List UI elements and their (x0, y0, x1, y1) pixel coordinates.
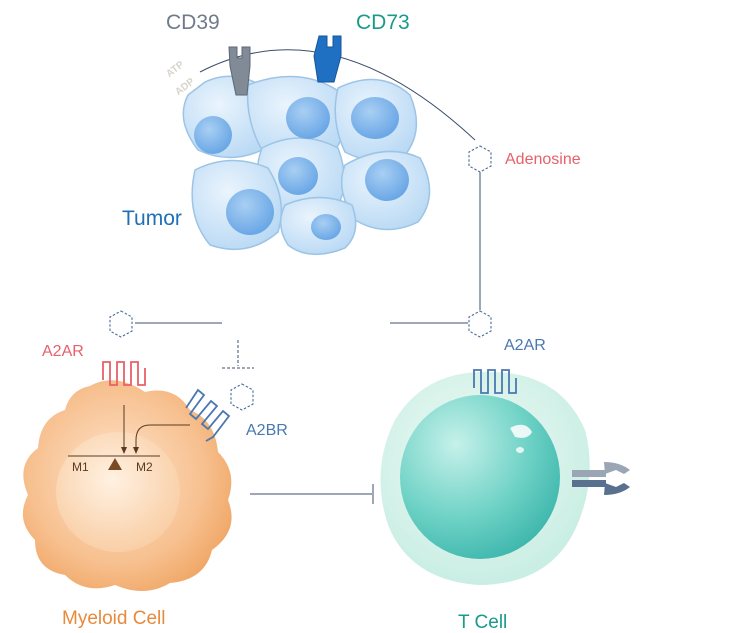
gpcr-receptor-icon (185, 388, 231, 442)
m2-label: M2 (136, 460, 153, 474)
tumor-nucleus (351, 97, 399, 139)
t-cell-label: T Cell (458, 612, 508, 633)
tumor-nucleus (194, 116, 232, 154)
balance-triangle-icon (108, 458, 122, 470)
m1-label: M1 (72, 460, 89, 474)
cd39-label: CD39 (166, 11, 220, 34)
t-cell (380, 371, 630, 585)
tumor-label: Tumor (122, 207, 182, 230)
cd39-enzyme (228, 46, 251, 96)
myeloid-cell-label: Myeloid Cell (62, 608, 166, 629)
adenosine-hexagon-icon (230, 383, 254, 411)
a2ar-tcell-label: A2AR (504, 337, 546, 354)
adenosine-hexagon-icon (468, 310, 492, 338)
tumor-nucleus (286, 97, 330, 139)
adenosine-label: Adenosine (505, 151, 581, 168)
gpcr-receptor-icon (102, 361, 146, 386)
adenosine-hexagons (109, 145, 492, 411)
tumor-nucleus (365, 159, 409, 201)
ectoenzyme-icon (313, 35, 342, 83)
ectoenzyme-icon (228, 46, 251, 96)
m1-m2-balance (68, 405, 190, 470)
cd73-enzyme (313, 35, 342, 83)
adenosine-hexagon-icon (468, 145, 492, 173)
tumor-nucleus (226, 189, 274, 235)
arrowhead-icon (133, 447, 139, 454)
gpcr-receptor-icon (473, 369, 517, 394)
t-cell-highlight (510, 424, 532, 438)
tcr-receptor-icon (572, 462, 630, 495)
a2br-signal-arrow (135, 424, 190, 450)
a2br-label: A2BR (246, 422, 288, 439)
cd73-label: CD73 (356, 11, 410, 34)
a2ar-myeloid-label: A2AR (42, 343, 84, 360)
myeloid-cell-core (56, 432, 180, 552)
t-cell-nucleus (400, 395, 560, 559)
tumor-nucleus (278, 157, 318, 195)
adenosine-hexagon-icon (109, 310, 133, 338)
tumor-cluster (182, 75, 431, 255)
myeloid-cell (22, 380, 232, 592)
t-cell-highlight (516, 447, 524, 453)
arrowhead-icon (121, 447, 127, 454)
tumor-nucleus (311, 214, 341, 240)
